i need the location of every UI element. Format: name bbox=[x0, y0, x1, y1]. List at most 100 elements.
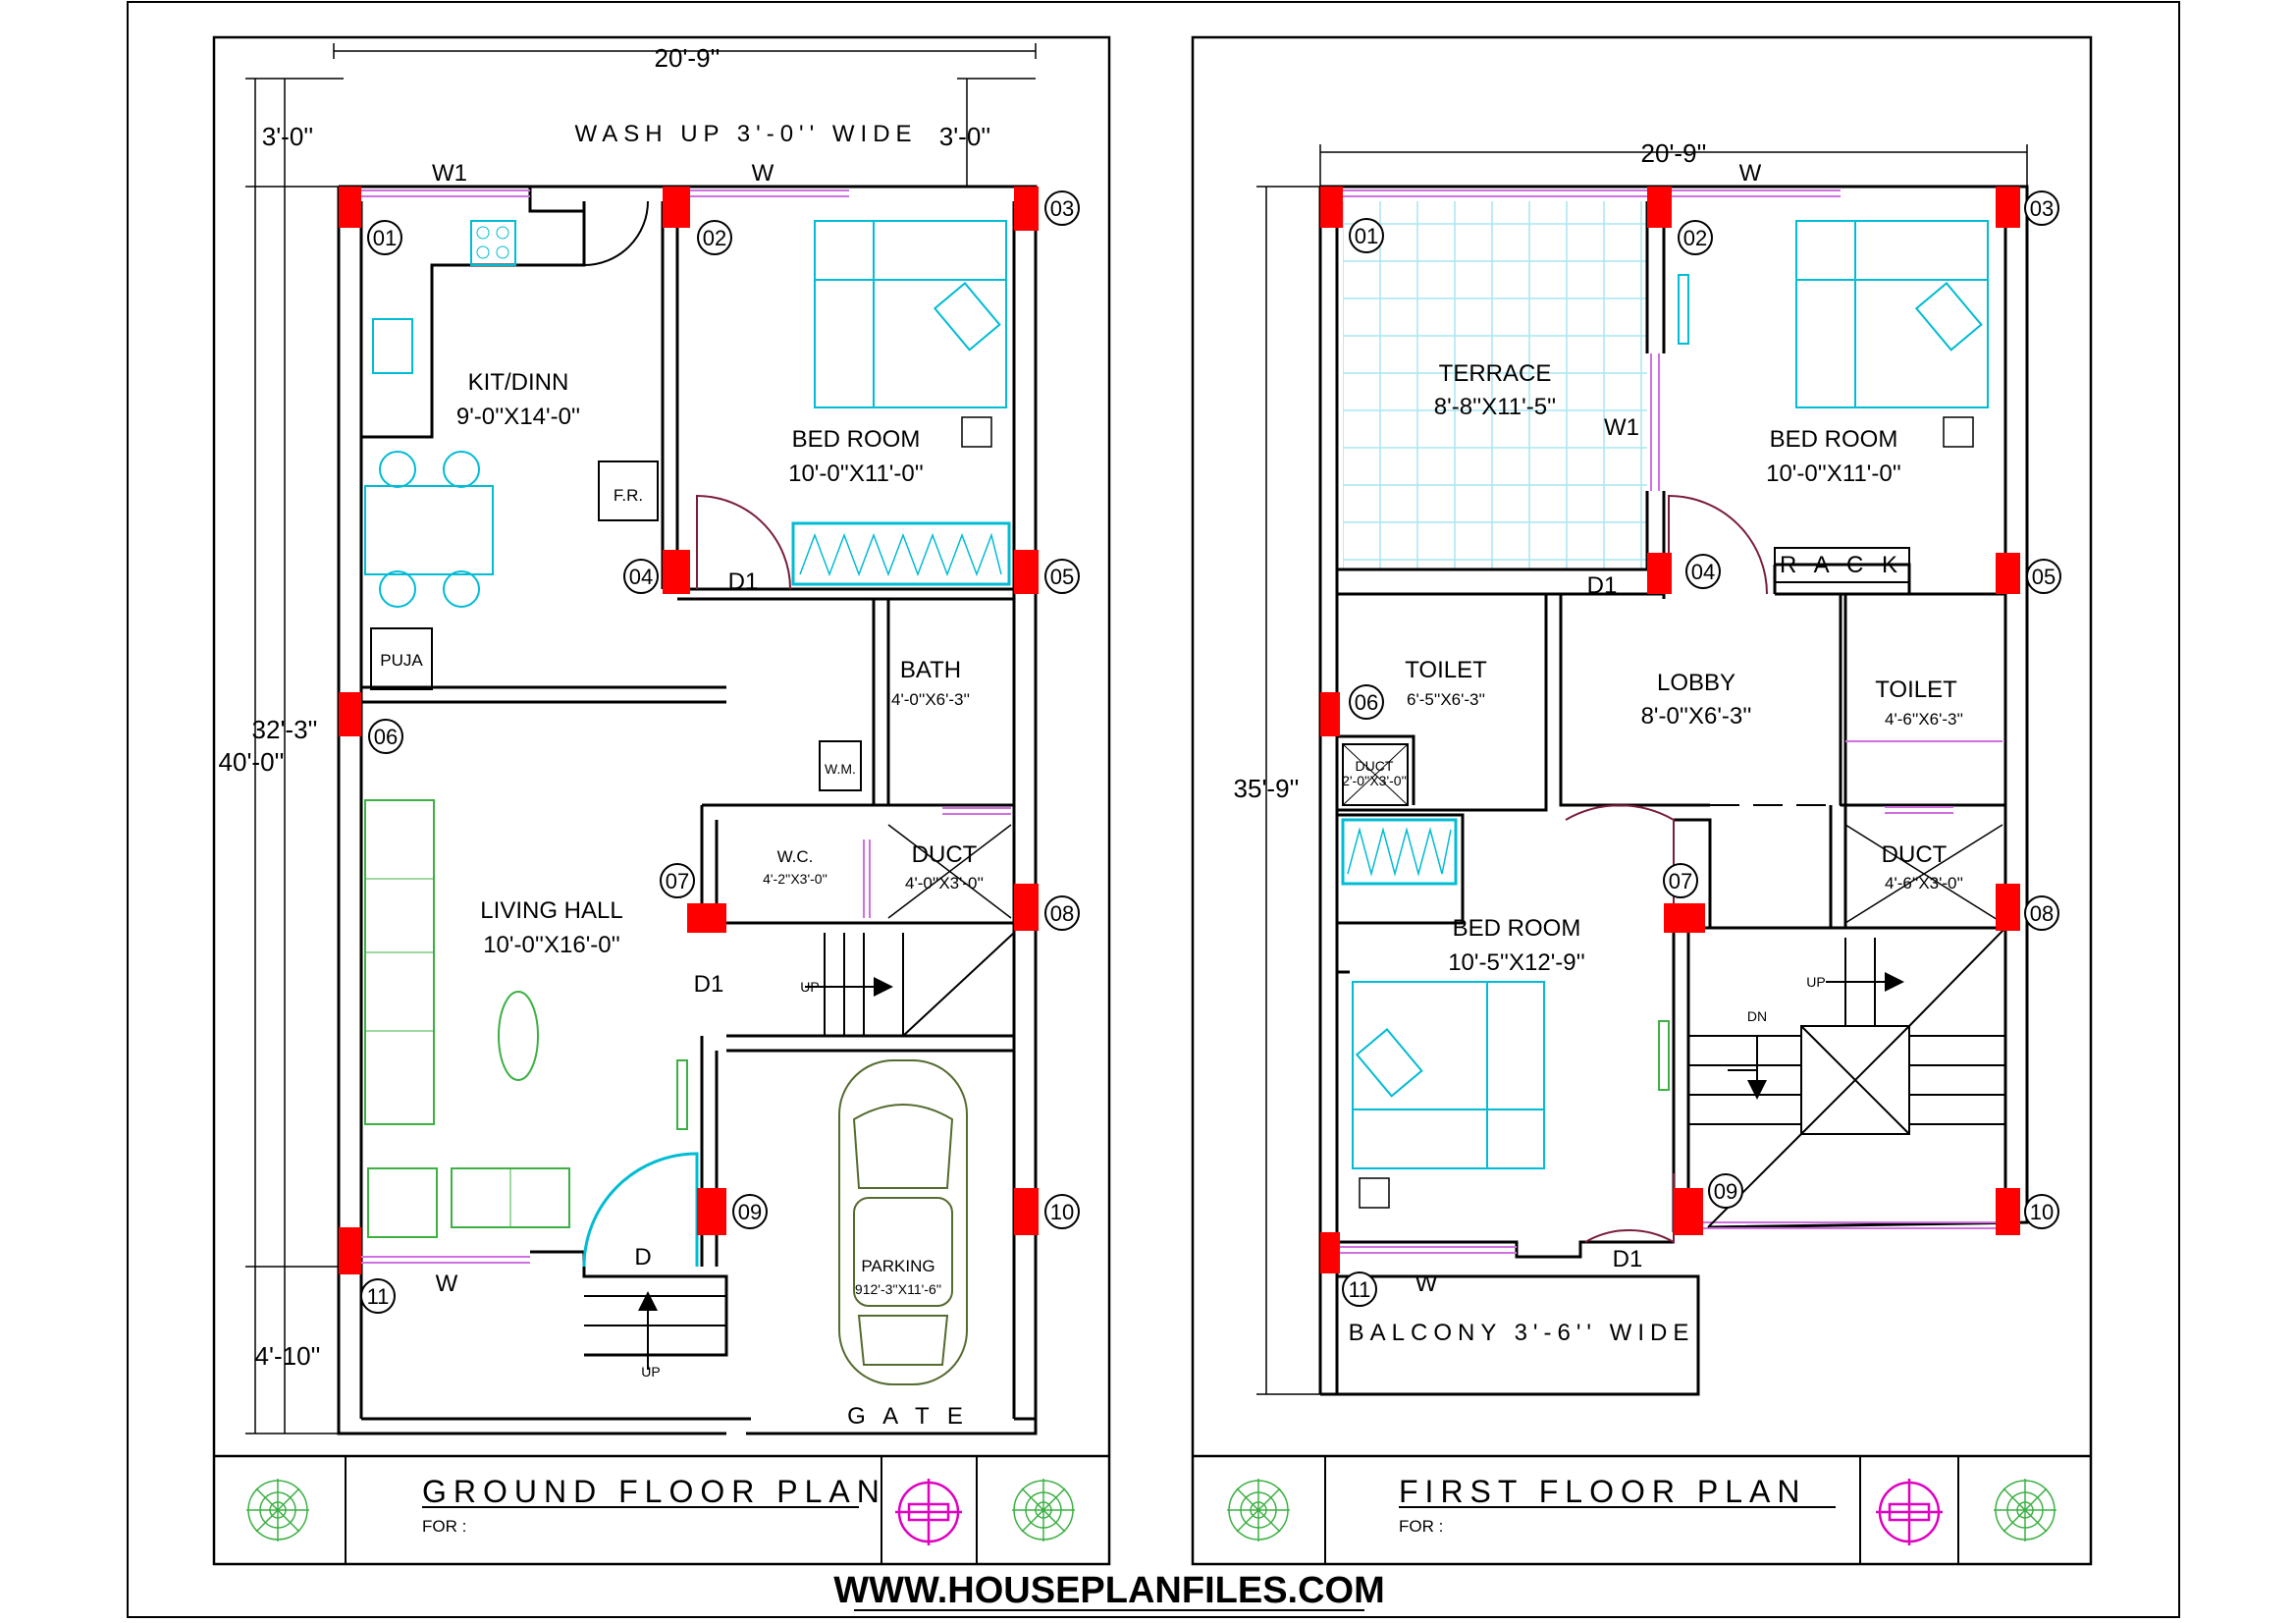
kit-dinn-name: KIT/DINN bbox=[468, 369, 569, 396]
car-icon bbox=[838, 1059, 968, 1385]
ground-walls bbox=[337, 185, 1038, 1435]
toilet2-size: 4'-6''X6'-3'' bbox=[1885, 710, 1963, 729]
first-column-09: 09 bbox=[1714, 1179, 1737, 1204]
first-furniture bbox=[1341, 220, 2003, 1209]
ground-column-02: 02 bbox=[703, 226, 726, 250]
sink-icon bbox=[372, 318, 413, 374]
first-column-01: 01 bbox=[1355, 224, 1378, 248]
ground-doors bbox=[582, 200, 791, 1268]
wc-size: 4'-2''X3'-0'' bbox=[763, 871, 828, 887]
ground-floor-plan: 20'-9'' 3'-0'' 3'-0'' 40'-0'' 32'-3'' 4'… bbox=[212, 35, 1111, 1566]
first-doors bbox=[1565, 494, 1768, 1244]
small-duct bbox=[1342, 743, 1409, 806]
first-stairs bbox=[1688, 927, 2006, 1228]
gate-label: G A T E bbox=[847, 1403, 969, 1430]
first-window-w1: W1 bbox=[1604, 414, 1639, 441]
first-column-11: 11 bbox=[1349, 1277, 1371, 1302]
fridge bbox=[598, 460, 659, 521]
ground-door-d1-bed: D1 bbox=[728, 568, 759, 595]
first-column-03: 03 bbox=[2030, 196, 2054, 221]
ground-washup-right-dim: 3'-0'' bbox=[939, 122, 990, 151]
first-tv-unit bbox=[1658, 1020, 1670, 1091]
first-duct-name: DUCT bbox=[1882, 841, 1948, 868]
ground-washup-left-dim: 3'-0'' bbox=[262, 122, 313, 151]
ground-duct-size: 4'-0''X3'-0'' bbox=[905, 874, 984, 893]
tv-unit bbox=[676, 1059, 688, 1130]
first-walls bbox=[1318, 185, 2029, 1396]
first-dimensions bbox=[1256, 144, 2028, 1395]
first-column-04: 04 bbox=[1691, 560, 1715, 584]
toilet2-name: TOILET bbox=[1875, 676, 1957, 703]
ground-bottom-dim: 4'-10'' bbox=[255, 1341, 321, 1371]
wm-label: W.M. bbox=[825, 761, 856, 777]
first-wardrobe bbox=[1341, 818, 1458, 886]
ground-duct-name: DUCT bbox=[912, 841, 978, 868]
puja-label: PUJA bbox=[380, 651, 423, 670]
ground-plan-title: GROUND FLOOR PLAN bbox=[422, 1474, 886, 1509]
ground-furniture bbox=[364, 220, 1011, 1385]
website-link[interactable]: WWW.HOUSEPLANFILES.COM bbox=[833, 1570, 1385, 1611]
ground-bed-name: BED ROOM bbox=[792, 426, 921, 453]
terrace-floor bbox=[1343, 201, 1647, 569]
washing-machine bbox=[819, 740, 862, 791]
parking-name: PARKING bbox=[861, 1257, 934, 1275]
stove-icon bbox=[470, 220, 516, 266]
first-stair-dn: DN bbox=[1747, 1008, 1767, 1024]
ground-bed bbox=[814, 220, 1007, 408]
north-symbol-icon bbox=[1876, 1479, 1943, 1545]
first-duct-size: 4'-6''X3'-0'' bbox=[1885, 874, 1963, 893]
ground-column-04: 04 bbox=[629, 565, 653, 589]
first-door-d1-bottom: D1 bbox=[1613, 1246, 1643, 1272]
flower-icon bbox=[1994, 1479, 2056, 1542]
north-symbol-icon bbox=[895, 1479, 962, 1545]
corner-table bbox=[367, 1167, 438, 1238]
ground-title-block bbox=[345, 1456, 978, 1564]
ground-column-markers bbox=[360, 190, 1080, 1314]
first-door-d1-top: D1 bbox=[1587, 572, 1618, 599]
first-column-06: 06 bbox=[1355, 690, 1378, 715]
living-hall-size: 10'-0''X16'-0'' bbox=[483, 932, 620, 958]
ground-top-width-dim: 20'-9'' bbox=[655, 43, 721, 73]
ground-column-10: 10 bbox=[1050, 1200, 1074, 1224]
ground-column-08: 08 bbox=[1050, 901, 1074, 926]
ground-column-03: 03 bbox=[1050, 196, 1074, 221]
first-top-width-dim: 20'-9'' bbox=[1641, 138, 1707, 168]
small-duct-name: DUCT bbox=[1356, 758, 1394, 774]
ground-column-01: 01 bbox=[373, 226, 397, 250]
ground-for-label: FOR : bbox=[422, 1517, 466, 1536]
rack bbox=[1774, 547, 1910, 583]
ground-window-w1: W1 bbox=[432, 160, 467, 187]
ground-door-d1-living: D1 bbox=[694, 971, 724, 998]
first-frame bbox=[1191, 35, 2093, 1566]
first-column-02: 02 bbox=[1683, 226, 1707, 250]
first-bed-1 bbox=[1795, 220, 1989, 408]
ground-stair-up: UP bbox=[800, 979, 819, 995]
ground-total-height-dim: 40'-0'' bbox=[219, 747, 285, 777]
ground-column-11: 11 bbox=[367, 1284, 390, 1309]
first-column-10: 10 bbox=[2030, 1200, 2054, 1224]
parking-size: 912'-3''X11'-6'' bbox=[855, 1281, 941, 1297]
rack-label: R A C K bbox=[1780, 552, 1903, 578]
wc-name: W.C. bbox=[777, 847, 814, 866]
wardrobe bbox=[791, 521, 1011, 586]
lobby-name: LOBBY bbox=[1657, 670, 1735, 696]
living-hall-name: LIVING HALL bbox=[480, 897, 622, 924]
flower-icon bbox=[1227, 1479, 1290, 1542]
kit-dinn-size: 9'-0''X14'-0'' bbox=[456, 404, 580, 430]
ground-column-06: 06 bbox=[374, 725, 398, 749]
toilet1-size: 6'-5''X6'-3'' bbox=[1407, 690, 1485, 709]
toilet1-name: TOILET bbox=[1405, 657, 1487, 683]
first-bed2-name: BED ROOM bbox=[1453, 915, 1581, 942]
first-bed-2 bbox=[1352, 981, 1545, 1169]
bath-size: 4'-0''X6'-3'' bbox=[891, 690, 970, 709]
ground-bed-size: 10'-0''X11'-0'' bbox=[788, 460, 924, 487]
ground-stairs bbox=[584, 932, 1015, 1370]
ground-window-w-bottom: W bbox=[436, 1271, 458, 1297]
ground-windows bbox=[361, 189, 1011, 1264]
first-plan-title: FIRST FLOOR PLAN bbox=[1399, 1474, 1806, 1509]
bath-name: BATH bbox=[900, 657, 961, 683]
small-duct-size: 2'-0''X3'-0'' bbox=[1342, 773, 1407, 788]
balcony-label: BALCONY 3'-6'' WIDE bbox=[1349, 1320, 1695, 1346]
ground-columns bbox=[339, 187, 1039, 1274]
